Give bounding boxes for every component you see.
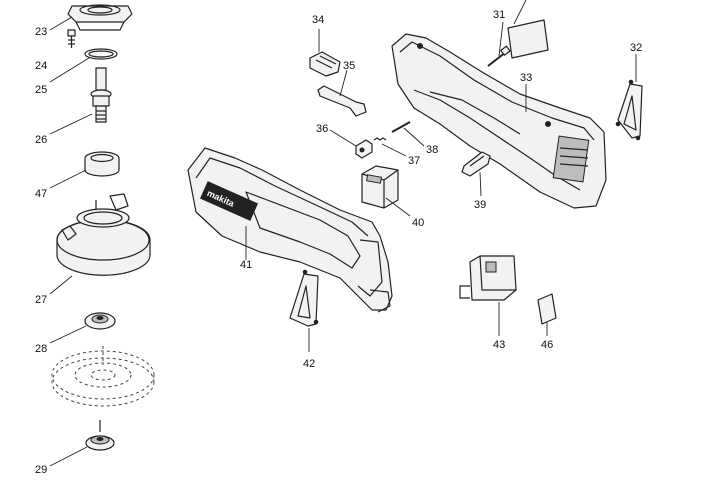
part-38-pin	[391, 121, 425, 147]
part-32-bracket	[615, 54, 643, 141]
part-label-26: 26	[35, 134, 47, 146]
part-label-47: 47	[35, 188, 47, 200]
part-label-27: 27	[35, 294, 47, 306]
part-label-42: 42	[303, 358, 315, 370]
part-26-spindle	[49, 67, 112, 135]
part-label-40: 40	[412, 217, 424, 229]
part-label-34: 34	[312, 14, 324, 26]
part-label-43: 43	[493, 339, 505, 351]
part-label-29: 29	[35, 464, 47, 476]
part-label-46: 46	[541, 339, 553, 351]
part-label-24: 24	[35, 60, 47, 72]
part-label-31: 31	[493, 9, 505, 21]
part-label-38: 38	[426, 144, 438, 156]
part-25-retaining-ring	[49, 48, 118, 83]
part-27-wheel-guard	[49, 193, 151, 295]
part-label-23: 23	[35, 26, 47, 38]
part-label-32: 32	[630, 42, 642, 54]
part-29-lock-nut	[49, 420, 115, 467]
part-label-33: 33	[520, 72, 532, 84]
part-46-label	[537, 293, 557, 336]
part-37-spring	[373, 137, 407, 157]
part-label-41: 41	[240, 259, 252, 271]
part-label-37: 37	[408, 155, 420, 167]
part-47-bearing-box	[49, 151, 120, 189]
grinding-wheel-outline	[51, 346, 155, 407]
part-31-label-plate	[507, 0, 549, 59]
part-33-housing-half	[391, 33, 607, 209]
part-24-screw	[67, 29, 76, 48]
part-34-switch-knob	[309, 29, 341, 77]
part-label-35: 35	[343, 60, 355, 72]
part-label-39: 39	[474, 199, 486, 211]
part-35-switch-lever	[317, 69, 367, 117]
part-40-switch-block	[361, 165, 411, 217]
part-label-25: 25	[35, 84, 47, 96]
part-label-36: 36	[316, 123, 328, 135]
part-42-bracket	[289, 269, 319, 352]
part-39-knob	[461, 151, 491, 197]
part-36-slide-piece	[329, 129, 373, 159]
part-23-gear-housing	[49, 4, 133, 31]
part-41-motor-housing: makita	[187, 147, 393, 313]
part-31-screw	[487, 21, 511, 67]
part-label-28: 28	[35, 343, 47, 355]
part-28-inner-flange	[49, 312, 116, 344]
part-43-switch-assembly	[459, 255, 517, 336]
